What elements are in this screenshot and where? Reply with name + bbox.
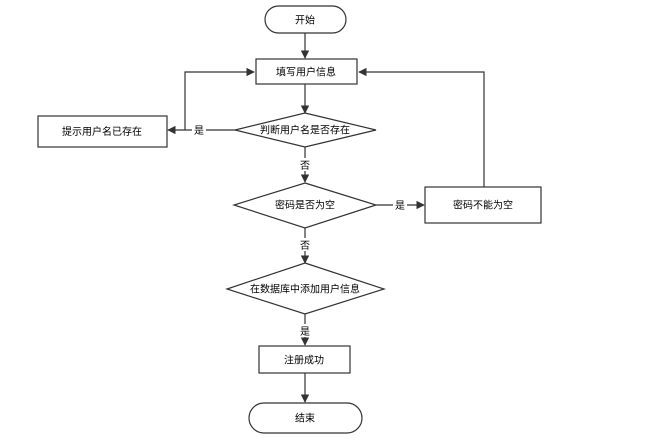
edge-label-add-yes: 是 [300,326,310,338]
register-success-label: 注册成功 [284,354,324,367]
check-username-label: 判断用户名是否存在 [260,124,350,137]
edge-label-username-yes: 是 [194,125,204,137]
fill-info-process [255,58,358,85]
register-success-process [258,345,351,374]
check-password-label: 密码是否为空 [275,199,335,212]
check-username-decision [234,112,377,148]
edge-label-password-yes: 是 [395,200,405,212]
edge-empty-back-to-fill [358,67,485,187]
edge-label-username-no: 否 [300,160,310,172]
end-terminal [248,402,363,434]
fill-info-label: 填写用户信息 [276,66,336,79]
check-password-decision [232,182,378,229]
add-to-db-decision [225,262,386,315]
username-exists-process [37,115,168,148]
password-empty-label: 密码不能为空 [453,199,513,212]
username-exists-label: 提示用户名已存在 [62,125,142,138]
add-to-db-label: 在数据库中添加用户信息 [250,283,360,296]
edge-exists-back-to-fill [184,67,255,130]
start-label: 开始 [295,14,315,27]
password-empty-process [424,186,542,224]
end-label: 结束 [295,412,315,425]
edge-label-password-no: 否 [300,240,310,252]
start-terminal [264,5,347,34]
